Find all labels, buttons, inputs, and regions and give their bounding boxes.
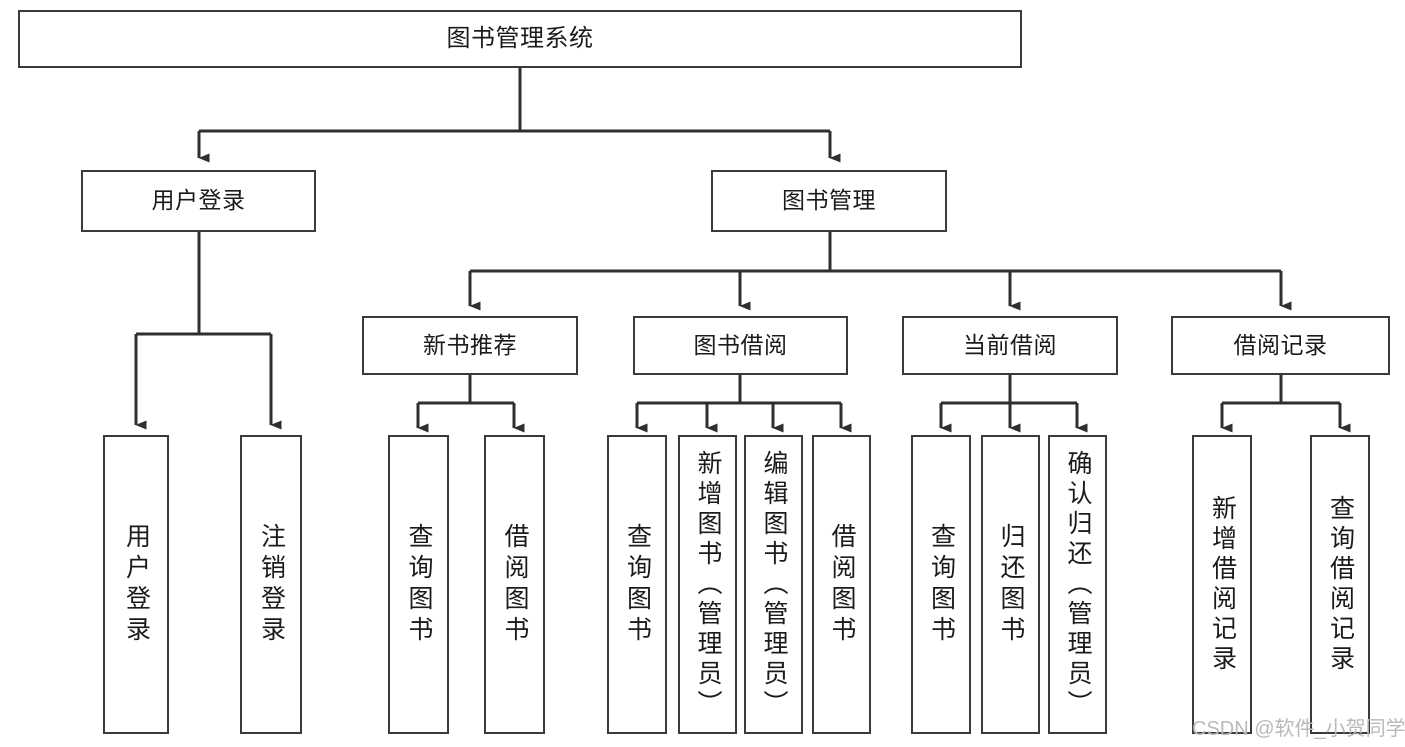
node-leaf-borrow-book-2[interactable]: 借阅图书 [812,435,871,734]
node-leaf-query-record-label: 查询借阅记录 [1326,494,1355,675]
node-leaf-borrow-book-1-label: 借阅图书 [501,522,529,647]
node-book-borrow-label: 图书借阅 [693,331,788,358]
node-root-label: 图书管理系统 [446,24,594,52]
node-leaf-edit-book[interactable]: 编辑图书（管理员） [744,435,803,734]
node-leaf-query-book-1-label: 查询图书 [405,522,433,647]
node-leaf-user-logout[interactable]: 注销登录 [240,435,302,734]
node-leaf-add-book[interactable]: 新增图书（管理员） [678,435,737,734]
node-new-book-recommend-label: 新书推荐 [423,331,517,358]
node-root[interactable]: 图书管理系统 [18,10,1022,68]
node-leaf-confirm-return-label: 确认归还（管理员） [1064,449,1092,720]
node-leaf-query-book-3[interactable]: 查询图书 [911,435,971,734]
node-leaf-query-book-2-label: 查询图书 [623,522,652,647]
node-leaf-borrow-book-2-label: 借阅图书 [828,522,856,647]
node-leaf-query-record[interactable]: 查询借阅记录 [1310,435,1370,734]
node-user-login-label: 用户登录 [151,187,246,214]
node-leaf-add-book-label: 新增图书（管理员） [694,449,722,720]
csdn-watermark: CSDN @软件_小贺同学 [1192,718,1405,740]
node-leaf-query-book-3-label: 查询图书 [927,522,956,647]
node-leaf-add-record[interactable]: 新增借阅记录 [1192,435,1252,734]
node-borrow-record[interactable]: 借阅记录 [1171,316,1390,375]
node-new-book-recommend[interactable]: 新书推荐 [362,316,578,375]
node-current-borrow[interactable]: 当前借阅 [902,316,1118,375]
node-leaf-query-book-1[interactable]: 查询图书 [388,435,449,734]
node-leaf-user-logout-label: 注销登录 [257,522,286,647]
node-leaf-user-login[interactable]: 用户登录 [103,435,169,734]
node-leaf-confirm-return[interactable]: 确认归还（管理员） [1048,435,1107,734]
node-book-manage[interactable]: 图书管理 [711,170,947,232]
node-leaf-query-book-2[interactable]: 查询图书 [607,435,667,734]
node-user-login[interactable]: 用户登录 [81,170,316,232]
node-book-manage-label: 图书管理 [782,187,876,214]
node-current-borrow-label: 当前借阅 [963,331,1057,358]
node-borrow-record-label: 借阅记录 [1233,331,1328,358]
node-leaf-return-book[interactable]: 归还图书 [981,435,1040,734]
node-leaf-user-login-label: 用户登录 [122,522,151,647]
node-book-borrow[interactable]: 图书借阅 [633,316,848,375]
node-leaf-return-book-label: 归还图书 [997,522,1025,647]
node-leaf-borrow-book-1[interactable]: 借阅图书 [484,435,545,734]
node-leaf-add-record-label: 新增借阅记录 [1208,494,1237,675]
node-leaf-edit-book-label: 编辑图书（管理员） [760,449,788,720]
